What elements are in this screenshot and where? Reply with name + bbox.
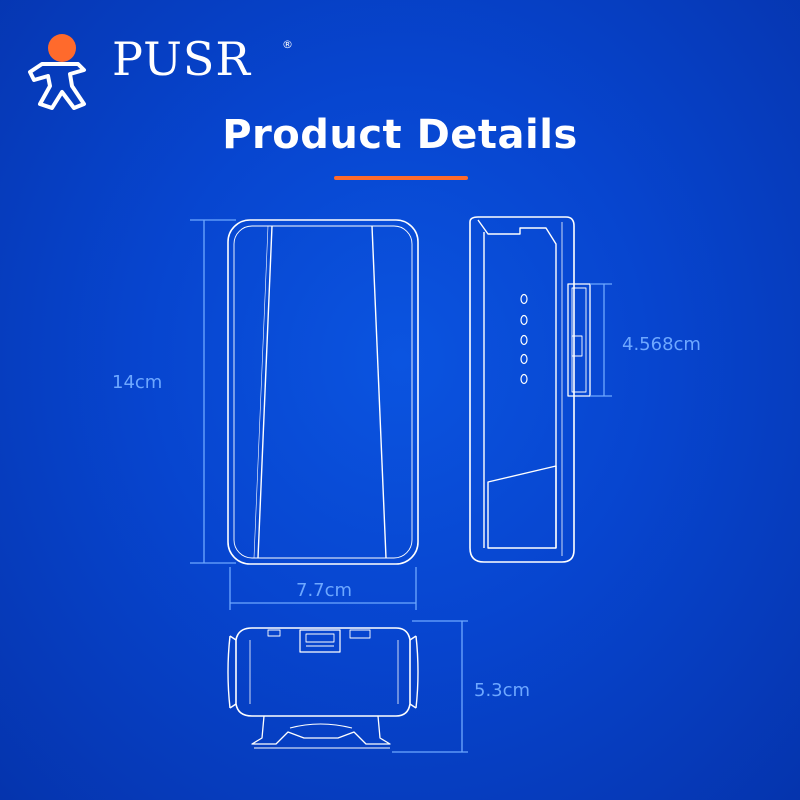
running-figure-icon [28,34,86,110]
bracket-label: 4.568cm [622,334,701,355]
title-underline [334,176,468,180]
bottom-view [227,627,419,749]
page-title: Product Details [222,112,578,158]
brand-name: PUSR [112,32,252,86]
height-label: 14cm [112,372,163,393]
side-view [469,216,591,563]
registered-mark: ® [282,38,293,51]
depth-label: 5.3cm [474,680,531,701]
led-indicators [520,293,528,385]
width-label: 7.7cm [296,580,353,601]
pusr-logo [28,34,86,110]
front-view [227,219,419,565]
bottom-dimension-lines [392,620,468,753]
front-dimension-lines [190,219,417,610]
side-dimension-lines [590,283,612,397]
